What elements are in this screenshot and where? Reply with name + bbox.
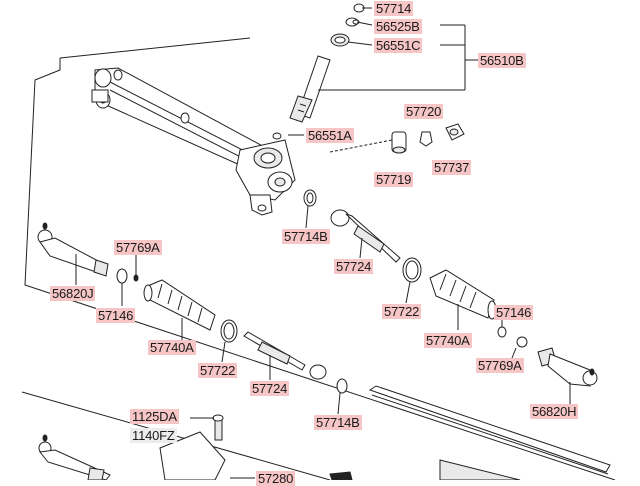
label-57724-low: 57724 bbox=[250, 381, 290, 396]
left-tie-rod-end bbox=[37, 222, 139, 306]
right-ring bbox=[402, 257, 422, 304]
mid-clip bbox=[303, 189, 317, 229]
label-1125DA: 1125DA bbox=[130, 409, 179, 424]
label-1140FZ: 1140FZ bbox=[130, 428, 177, 443]
label-56820H: 56820H bbox=[530, 404, 579, 419]
label-57146-right: 57146 bbox=[494, 305, 534, 320]
lower-inner-tie-rod bbox=[243, 331, 327, 380]
lower-clip bbox=[336, 378, 348, 415]
leader-lines-top bbox=[288, 7, 478, 136]
bottom-left-parts bbox=[38, 414, 353, 480]
label-57737: 57737 bbox=[432, 160, 472, 175]
label-57724-mid: 57724 bbox=[334, 259, 374, 274]
label-57720: 57720 bbox=[404, 104, 444, 119]
label-57722-left: 57722 bbox=[198, 363, 238, 378]
left-ring bbox=[220, 319, 238, 363]
label-57722-right: 57722 bbox=[382, 304, 422, 319]
right-tie-rod-end bbox=[537, 347, 598, 404]
label-57719: 57719 bbox=[374, 172, 414, 187]
adjuster-parts bbox=[329, 123, 465, 154]
label-57714-top: 57714 bbox=[374, 1, 414, 16]
label-56525B: 56525B bbox=[374, 19, 422, 34]
label-57740A-left: 57740A bbox=[148, 340, 196, 355]
label-57714B-low: 57714B bbox=[314, 415, 362, 430]
label-57280: 57280 bbox=[256, 471, 296, 486]
label-56551C: 56551C bbox=[374, 38, 423, 53]
lower-rack-bar bbox=[368, 385, 611, 480]
mid-inner-tie-rod bbox=[330, 209, 401, 263]
label-56551A: 56551A bbox=[306, 128, 354, 143]
label-56820J: 56820J bbox=[50, 286, 96, 301]
label-56510B: 56510B bbox=[478, 53, 526, 68]
right-nut-washer bbox=[497, 320, 528, 359]
pinion-shaft bbox=[289, 55, 331, 123]
right-bellows-boot bbox=[429, 269, 497, 330]
left-bellows-boot bbox=[143, 279, 216, 340]
label-57146-left: 57146 bbox=[96, 308, 136, 323]
top-seal-stack bbox=[330, 3, 365, 47]
label-57769A-right: 57769A bbox=[476, 358, 524, 373]
label-57769A-left: 57769A bbox=[114, 240, 162, 255]
label-57714B-mid: 57714B bbox=[282, 229, 330, 244]
rack-housing bbox=[91, 67, 296, 216]
label-57740A-right: 57740A bbox=[424, 333, 472, 348]
